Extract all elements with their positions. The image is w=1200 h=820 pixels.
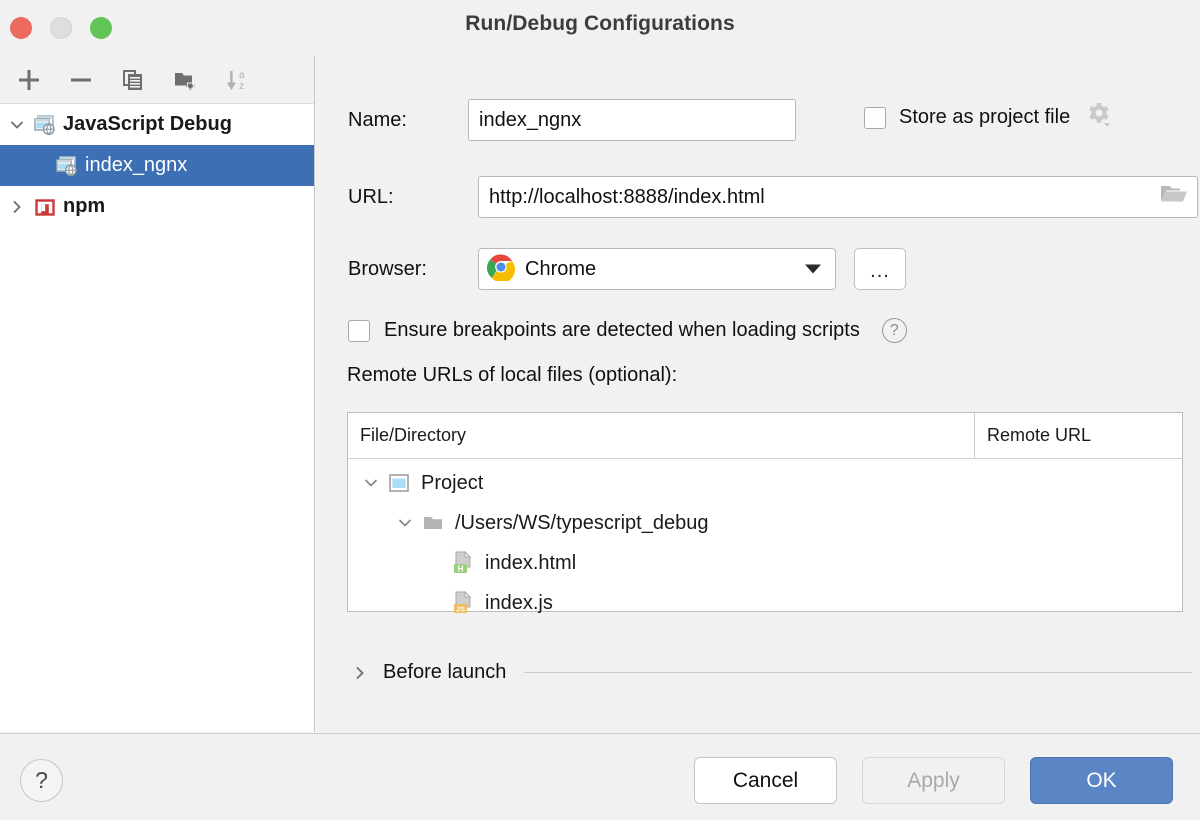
tree-item-javascript-debug[interactable]: JavaScript Debug	[0, 104, 314, 145]
configurations-sidebar: a z	[0, 56, 315, 732]
remote-urls-table: File/Directory Remote URL Project	[347, 412, 1183, 614]
browser-label: Browser:	[348, 257, 427, 280]
copy-icon	[123, 69, 142, 90]
new-folder-button[interactable]	[162, 60, 208, 100]
minus-icon	[71, 78, 91, 81]
store-as-project-file-label: Store as project file	[899, 106, 1071, 128]
table-row-label: Project	[421, 471, 484, 494]
configuration-editor-panel: Name: index_ngnx Store as project file U…	[316, 56, 1200, 732]
chevron-down-icon[interactable]	[358, 475, 384, 491]
sort-alphabetically-button[interactable]: a z	[214, 60, 260, 100]
minimize-window-button[interactable]	[50, 17, 72, 39]
tree-item-label: index_ngnx	[85, 154, 188, 176]
tree-item-index-ngnx[interactable]: index_ngnx	[0, 145, 314, 186]
column-header-file-directory[interactable]: File/Directory	[348, 413, 975, 458]
store-as-project-file-checkbox[interactable]	[864, 106, 886, 129]
before-launch-section[interactable]: Before launch	[347, 661, 1192, 684]
name-row: Name: index_ngnx	[348, 99, 1188, 141]
url-row: URL: http://localhost:8888/index.html	[348, 176, 1200, 218]
tree-item-label: JavaScript Debug	[63, 113, 232, 135]
browser-more-button[interactable]: ...	[854, 248, 906, 290]
chevron-right-icon[interactable]	[347, 665, 373, 681]
table-row[interactable]: H index.html	[348, 543, 1182, 583]
folder-add-icon	[175, 72, 195, 90]
chevron-down-icon[interactable]	[4, 117, 30, 133]
remove-configuration-button[interactable]	[58, 60, 104, 100]
svg-text:H: H	[458, 564, 464, 573]
before-launch-label: Before launch	[383, 661, 507, 683]
tree-item-npm[interactable]: npm	[0, 186, 314, 227]
apply-button[interactable]: Apply	[862, 757, 1005, 804]
title-bar: Run/Debug Configurations	[0, 0, 1200, 56]
svg-text:a: a	[239, 70, 245, 81]
tree-item-label: npm	[63, 195, 106, 217]
zoom-window-button[interactable]	[90, 17, 112, 39]
ensure-breakpoints-label: Ensure breakpoints are detected when loa…	[384, 319, 860, 341]
remote-urls-label: Remote URLs of local files (optional):	[347, 364, 678, 386]
column-header-remote-url[interactable]: Remote URL	[987, 425, 1092, 445]
window-controls	[10, 17, 112, 39]
ensure-breakpoints-row[interactable]: Ensure breakpoints are detected when loa…	[348, 318, 907, 343]
dialog-footer	[0, 733, 1200, 820]
table-row[interactable]: /Users/WS/typescript_debug	[348, 503, 1182, 543]
help-button[interactable]: ?	[20, 759, 63, 802]
ensure-breakpoints-checkbox[interactable]	[348, 319, 370, 342]
svg-text:JS: JS	[456, 604, 465, 613]
html-file-icon: H	[448, 551, 478, 575]
npm-icon	[30, 196, 60, 218]
folder-open-icon[interactable]	[1159, 181, 1189, 213]
table-row-label: index.html	[485, 551, 577, 574]
table-row[interactable]: JS index.js	[348, 583, 1182, 623]
sidebar-toolbar: a z	[0, 56, 314, 104]
url-label: URL:	[348, 185, 394, 208]
ok-button[interactable]: OK	[1030, 757, 1173, 804]
browser-row: Browser: Chrome ...	[348, 248, 906, 290]
sort-az-icon: a z	[226, 70, 245, 92]
table-body: Project /Users/WS/typescript_debug	[348, 459, 1182, 623]
close-window-button[interactable]	[10, 17, 32, 39]
name-label: Name:	[348, 108, 407, 131]
browser-select-value: Chrome	[525, 257, 597, 280]
table-row-label: index.js	[485, 591, 553, 614]
copy-configuration-button[interactable]	[110, 60, 156, 100]
browser-select[interactable]: Chrome	[478, 248, 836, 290]
url-input[interactable]: http://localhost:8888/index.html	[478, 176, 1198, 218]
gear-dropdown-icon[interactable]	[1083, 99, 1115, 136]
js-file-icon: JS	[448, 591, 478, 615]
javascript-debug-icon	[30, 113, 60, 137]
chevron-down-icon[interactable]	[805, 264, 821, 274]
table-row[interactable]: Project	[348, 463, 1182, 503]
name-input[interactable]: index_ngnx	[468, 99, 796, 141]
add-configuration-button[interactable]	[6, 60, 52, 100]
project-icon	[384, 472, 414, 494]
table-row-label: /Users/WS/typescript_debug	[455, 511, 709, 534]
ensure-breakpoints-help-icon[interactable]: ?	[881, 318, 907, 343]
store-as-project-file-row[interactable]: Store as project file	[864, 99, 1115, 136]
chevron-right-icon[interactable]	[4, 199, 30, 215]
before-launch-divider	[524, 672, 1192, 673]
javascript-debug-icon	[52, 154, 82, 178]
chrome-icon	[486, 253, 516, 286]
folder-icon	[418, 512, 448, 534]
url-input-value: http://localhost:8888/index.html	[489, 185, 765, 208]
table-header: File/Directory Remote URL	[348, 413, 1182, 459]
svg-text:z: z	[239, 81, 244, 92]
cancel-button[interactable]: Cancel	[694, 757, 837, 804]
plus-icon	[19, 69, 39, 90]
chevron-down-icon[interactable]	[392, 515, 418, 531]
configurations-tree: JavaScript Debug index_ngnx	[0, 104, 314, 732]
dialog-title: Run/Debug Configurations	[465, 12, 735, 35]
